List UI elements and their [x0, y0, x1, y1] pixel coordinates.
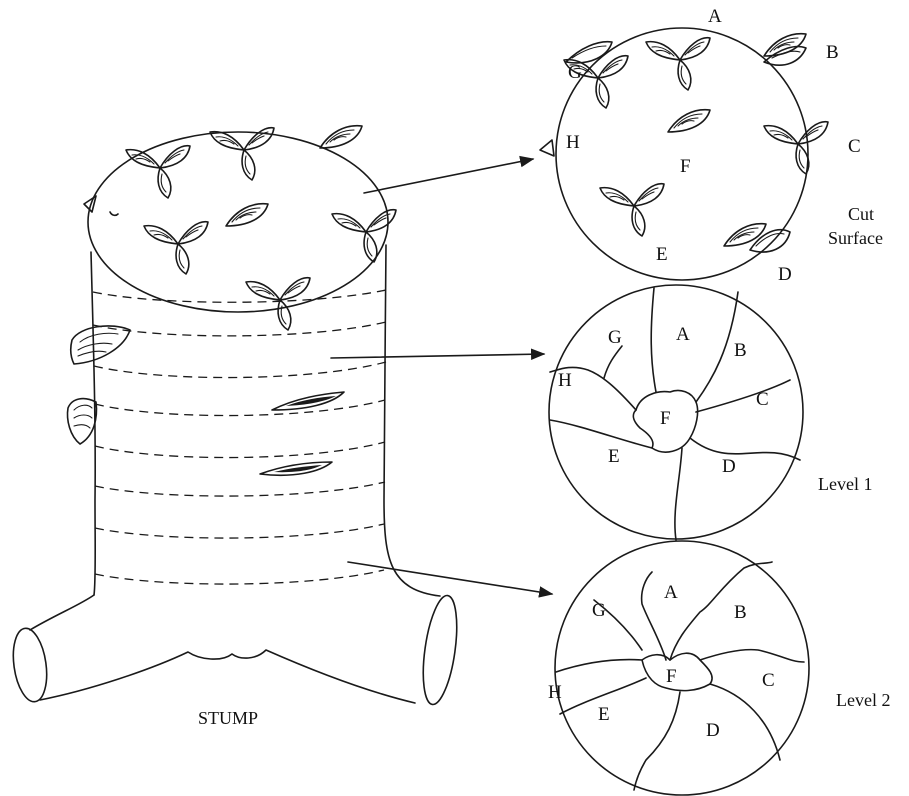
level-2-label-g: G	[592, 600, 606, 621]
cut-surface-label-f: F	[680, 156, 691, 177]
stump-side-sprout-2	[68, 399, 97, 444]
arrow-to-cut-surface	[364, 159, 533, 193]
level-1-label-h: H	[558, 370, 572, 391]
level-2-label-e: E	[598, 704, 610, 725]
stump-sprout-2	[210, 128, 274, 180]
stump-side-sprout-1	[71, 326, 130, 364]
level-2-label-b: B	[734, 602, 747, 623]
arrow-to-level-2	[348, 562, 552, 594]
stump-root-left	[30, 595, 94, 630]
cut-surface-label-c: C	[848, 136, 861, 157]
level-2-label-d: D	[706, 720, 720, 741]
level-2-disc	[555, 541, 809, 795]
stump-sprout-5	[226, 204, 268, 226]
cut-surface-caption-line-1: Cut	[848, 204, 874, 224]
stump-sprout-1	[126, 146, 190, 198]
level-2-labels: A B C D E F G H	[548, 582, 775, 741]
level-1-label-g: G	[608, 327, 622, 348]
level-1-label-b: B	[734, 340, 747, 361]
level-2-caption: Level 2	[836, 690, 890, 710]
stump-root-left-end	[9, 626, 51, 704]
stump-sprout-3	[320, 126, 362, 148]
stump-label: STUMP	[198, 708, 258, 728]
cut-surface-label-g: G	[568, 62, 582, 83]
level-2-label-c: C	[762, 670, 775, 691]
stump-root-right-end	[417, 593, 462, 706]
cut-surface-disc	[540, 28, 828, 280]
stump-scar-2	[260, 462, 332, 475]
level-1-label-a: A	[676, 324, 690, 345]
stump-scar-1	[272, 392, 344, 410]
level-1-label-c: C	[756, 389, 769, 410]
level-1-label-f: F	[660, 408, 671, 429]
stump-root-base	[40, 650, 415, 703]
level-2-label-f: F	[666, 666, 677, 687]
stump-drawing: STUMP	[9, 126, 463, 728]
level-1-caption: Level 1	[818, 474, 872, 494]
cut-surface-label-b: B	[826, 42, 839, 63]
stump-sprout-4	[144, 222, 208, 274]
cut-surface-label-h: H	[566, 132, 580, 153]
level-2-label-h: H	[548, 682, 562, 703]
cut-surface-label-d: D	[778, 264, 792, 285]
cut-surface-label-a: A	[708, 6, 722, 27]
stump-right-side	[384, 245, 440, 596]
arrow-to-level-1	[331, 354, 544, 358]
cut-surface-label-e: E	[656, 244, 668, 265]
cut-surface-caption-line-2: Surface	[828, 228, 883, 248]
level-1-label-d: D	[722, 456, 736, 477]
level-2-label-a: A	[664, 582, 678, 603]
level-1-label-e: E	[608, 446, 620, 467]
